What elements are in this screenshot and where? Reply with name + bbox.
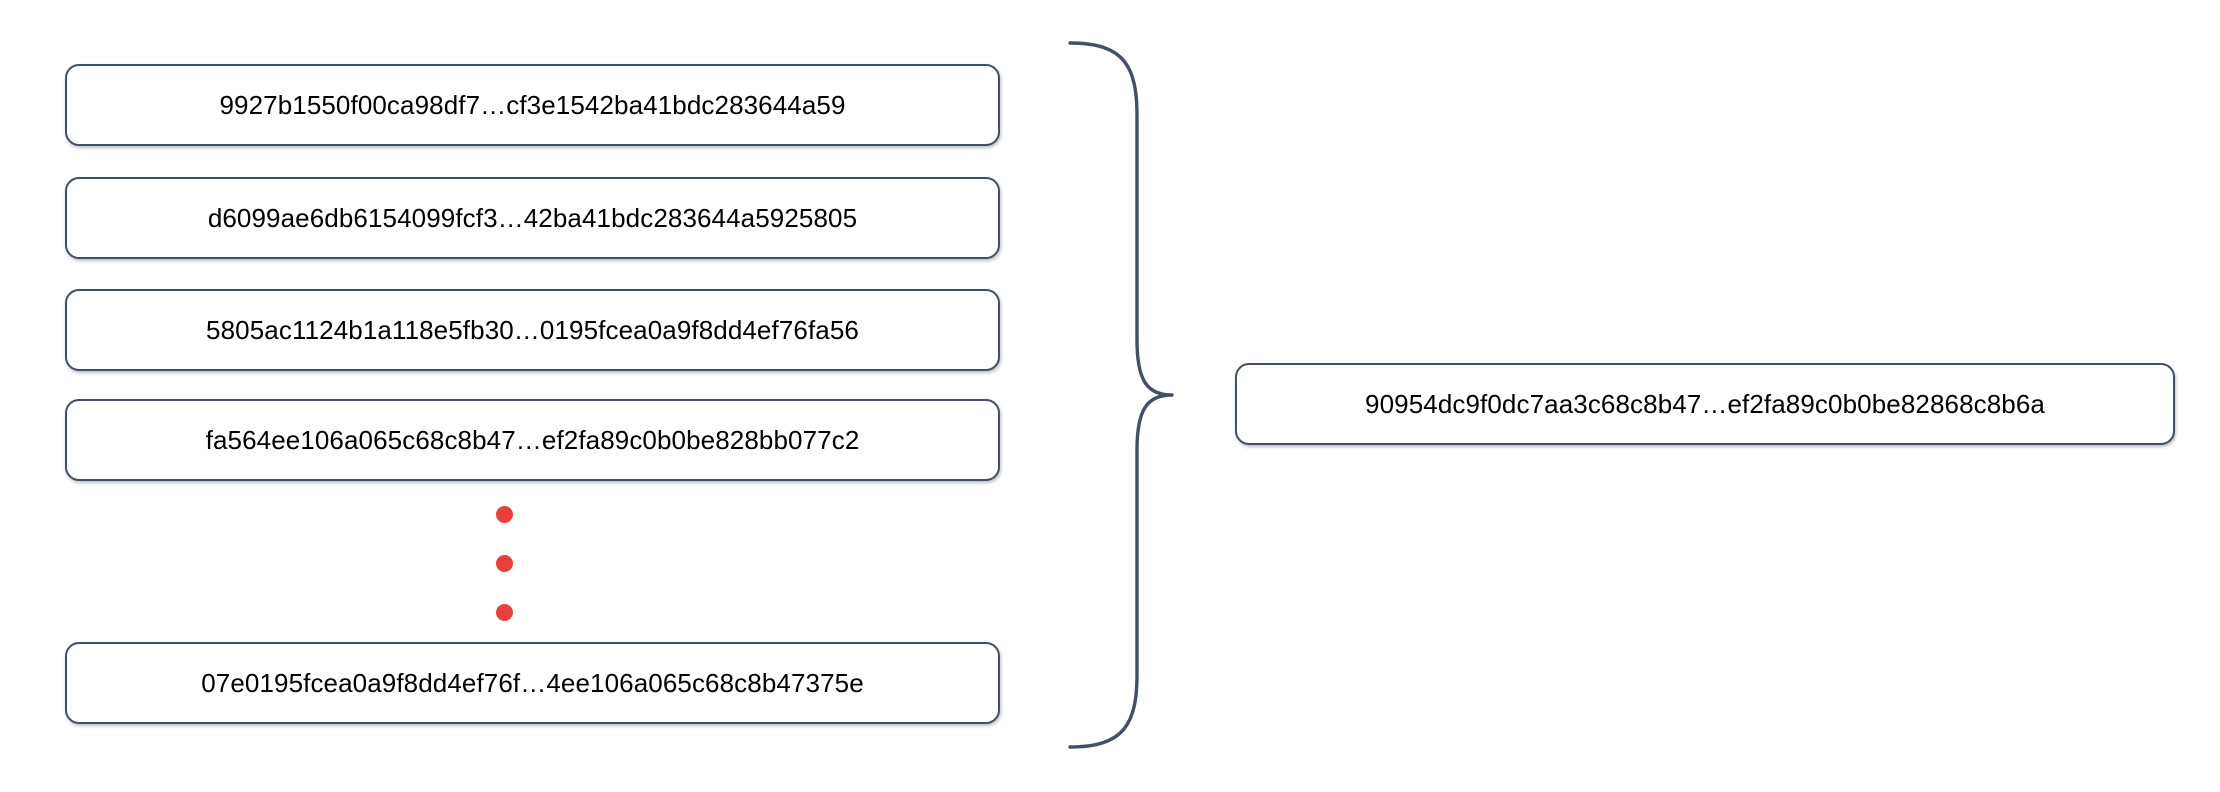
input-hash-box-3[interactable]: 5805ac1124b1a118e5fb30…0195fcea0a9f8dd4e… <box>65 289 1000 371</box>
input-hash-box-5[interactable]: 07e0195fcea0a9f8dd4ef76f…4ee106a065c68c8… <box>65 642 1000 724</box>
ellipsis-dot-icon <box>496 506 513 523</box>
input-hash-box-1[interactable]: 9927b1550f00ca98df7…cf3e1542ba41bdc28364… <box>65 64 1000 146</box>
vertical-ellipsis <box>496 500 526 630</box>
input-hash-box-4[interactable]: fa564ee106a065c68c8b47…ef2fa89c0b0be828b… <box>65 399 1000 481</box>
input-hash-label-3: 5805ac1124b1a118e5fb30…0195fcea0a9f8dd4e… <box>206 315 859 345</box>
output-hash-label: 90954dc9f0dc7aa3c68c8b47…ef2fa89c0b0be82… <box>1365 389 2045 419</box>
input-hash-box-2[interactable]: d6099ae6db6154099fcf3…42ba41bdc283644a59… <box>65 177 1000 259</box>
curly-brace-icon <box>1068 41 1174 749</box>
ellipsis-dot-icon <box>496 555 513 572</box>
input-hash-label-1: 9927b1550f00ca98df7…cf3e1542ba41bdc28364… <box>219 90 846 120</box>
input-hash-label-5: 07e0195fcea0a9f8dd4ef76f…4ee106a065c68c8… <box>201 668 864 698</box>
input-hash-label-4: fa564ee106a065c68c8b47…ef2fa89c0b0be828b… <box>205 425 860 455</box>
grouping-brace <box>1040 20 1200 780</box>
ellipsis-dot-icon <box>496 604 513 621</box>
output-hash-box[interactable]: 90954dc9f0dc7aa3c68c8b47…ef2fa89c0b0be82… <box>1235 363 2175 445</box>
input-hash-label-2: d6099ae6db6154099fcf3…42ba41bdc283644a59… <box>207 203 858 233</box>
